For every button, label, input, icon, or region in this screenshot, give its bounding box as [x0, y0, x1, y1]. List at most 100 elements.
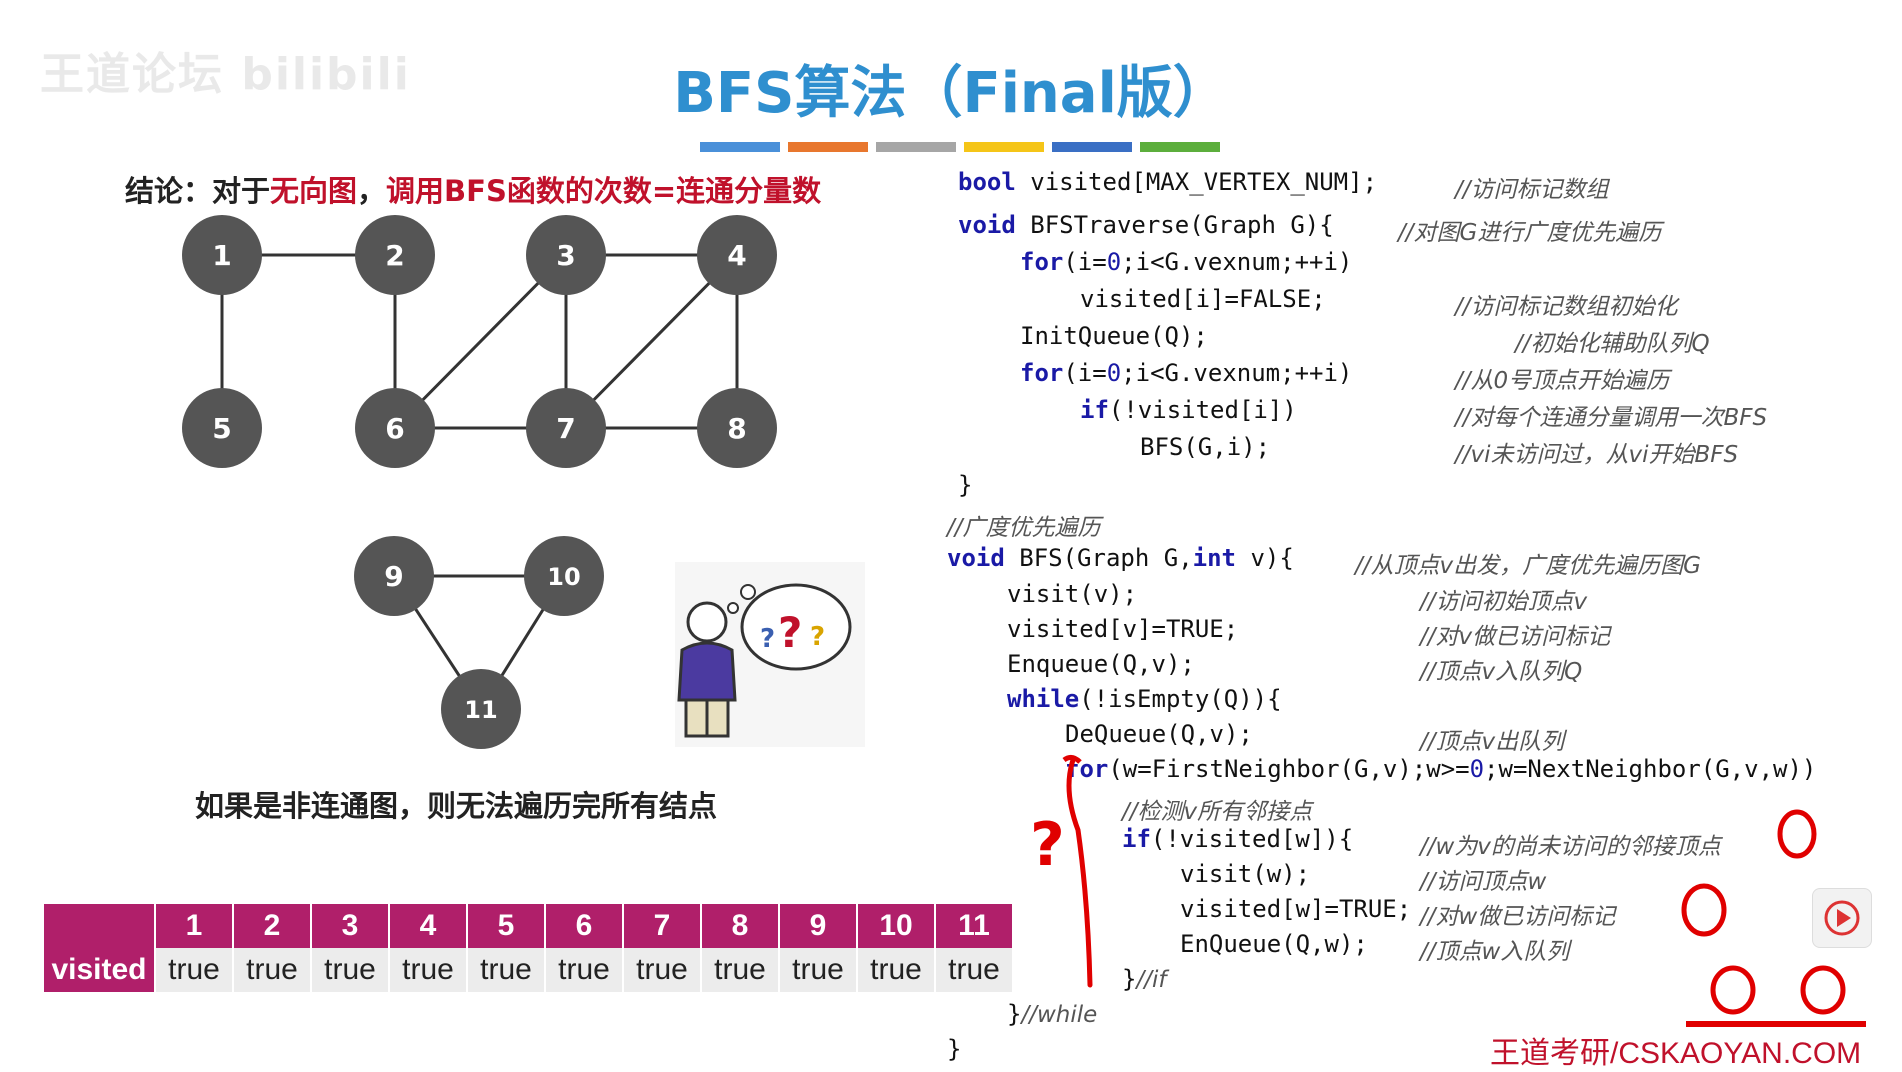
svg-text:?: ? [760, 624, 775, 654]
header-cell: 9 [778, 904, 857, 948]
code-line-15: while(!isEmpty(Q)){ [1007, 685, 1282, 713]
code-comment-11: //从顶点v出发，广度优先遍历图G [1355, 553, 1701, 579]
node-6-label: 6 [385, 412, 404, 445]
value-cell: true [778, 948, 857, 992]
value-cell: true [388, 948, 467, 992]
node-1-label: 1 [212, 239, 231, 272]
node-2: 2 [355, 215, 435, 295]
bar-gray [876, 142, 956, 152]
code-comment-4: //访问标记数组初始化 [1455, 294, 1678, 320]
value-cell: true [700, 948, 779, 992]
value-cell: true [544, 948, 623, 992]
code-line-25: } [947, 1035, 962, 1063]
code-line-9: } [958, 471, 973, 499]
edge-4-7 [564, 253, 739, 430]
header-cell: 4 [388, 904, 467, 948]
code-line-1: bool visited[MAX_VERTEX_NUM]; [958, 168, 1378, 196]
watermark: 王道论坛 bilibili [40, 49, 411, 100]
header-cell: 5 [466, 904, 545, 948]
visited-label: visited [42, 948, 155, 992]
node-3-label: 3 [556, 239, 575, 272]
code-line-4: visited[i]=FALSE; [1080, 285, 1326, 313]
conclusion-sep: ， [357, 174, 387, 208]
bar-yellow [964, 142, 1044, 152]
header-cell: 7 [622, 904, 701, 948]
node-11: 11 [441, 669, 521, 749]
visited-table: 1 2 3 4 5 6 7 8 9 10 11 visited true tru… [42, 904, 1012, 992]
code-comment-13: //对v做已访问标记 [1420, 624, 1611, 650]
node-3: 3 [526, 215, 606, 295]
code-line-20: visit(w); [1180, 860, 1311, 888]
header-cell: 2 [232, 904, 311, 948]
slide-title: BFS算法（Final版） [673, 61, 1229, 126]
code-line-23: }//if [1122, 965, 1167, 993]
code-line-13: visited[v]=TRUE; [1007, 615, 1239, 643]
visited-value-row: visited true true true true true true tr… [42, 948, 1012, 992]
red-hook-annotation [1062, 754, 1082, 764]
code-line-3: for(i=0;i<G.vexnum;++i) [1020, 248, 1353, 276]
red-question-mark: ? [1030, 810, 1065, 880]
brand-footer: 王道考研/CSKAOYAN.COM [1490, 1037, 1862, 1070]
red-circle-2 [1681, 883, 1727, 937]
value-cell: true [310, 948, 389, 992]
conclusion-rule: 调用BFS函数的次数=连通分量数 [386, 174, 822, 208]
header-blank [42, 904, 155, 948]
value-cell: true [934, 948, 1012, 992]
red-bracket-annotation [1066, 757, 1093, 988]
code-line-2: void BFSTraverse(Graph G){ [958, 211, 1334, 239]
code-comment-19: //w为v的尚未访问的邻接顶点 [1420, 834, 1721, 860]
node-10: 10 [524, 536, 604, 616]
node-7: 7 [526, 388, 606, 468]
code-line-7: if(!visited[i]) [1080, 396, 1297, 424]
value-cell: true [466, 948, 545, 992]
value-cell: true [622, 948, 701, 992]
red-circle-4 [1800, 965, 1846, 1015]
node-2-label: 2 [385, 239, 404, 272]
play-icon [1824, 900, 1860, 936]
code-comment-22: //顶点w入队列 [1420, 939, 1570, 965]
visited-header-row: 1 2 3 4 5 6 7 8 9 10 11 [42, 904, 1012, 948]
code-line-12: visit(v); [1007, 580, 1138, 608]
disconnected-note: 如果是非连通图，则无法遍历完所有结点 [195, 789, 718, 823]
node-7-label: 7 [556, 412, 575, 445]
code-comment-14: //顶点v入队列Q [1420, 659, 1583, 685]
header-cell: 6 [544, 904, 623, 948]
confused-person-icon: ? ? ? [675, 562, 865, 747]
code-comment-8: //vi未访问过，从vi开始BFS [1455, 442, 1739, 468]
red-circle-1 [1777, 809, 1817, 859]
node-10-label: 10 [547, 563, 580, 591]
code-comment-6: //从0号顶点开始遍历 [1455, 368, 1670, 394]
conclusion-prefix: 结论：对于 [125, 174, 271, 208]
bar-orange [788, 142, 868, 152]
code-line-6: for(i=0;i<G.vexnum;++i) [1020, 359, 1353, 387]
value-cell: true [856, 948, 935, 992]
code-line-11: void BFS(Graph G,int v){ [947, 544, 1294, 572]
node-4: 4 [697, 215, 777, 295]
conclusion-undirected: 无向图 [270, 174, 358, 208]
node-9-label: 9 [384, 560, 403, 593]
svg-text:?: ? [810, 622, 825, 652]
code-comment-1: //访问标记数组 [1455, 177, 1609, 203]
node-5: 5 [182, 388, 262, 468]
red-circle-3 [1710, 965, 1756, 1015]
node-8-label: 8 [727, 412, 746, 445]
conclusion-text: 结论：对于无向图，调用BFS函数的次数=连通分量数 [125, 168, 821, 210]
code-line-8: BFS(G,i); [1140, 433, 1271, 461]
header-cell: 10 [856, 904, 935, 948]
code-comment-21: //对w做已访问标记 [1420, 904, 1616, 930]
play-button[interactable] [1812, 888, 1872, 948]
header-cell: 3 [310, 904, 389, 948]
node-1: 1 [182, 215, 262, 295]
node-6: 6 [355, 388, 435, 468]
code-comment-7: //对每个连通分量调用一次BFS [1455, 405, 1768, 431]
header-cell: 1 [154, 904, 233, 948]
title-color-bars [700, 142, 1220, 152]
node-9: 9 [354, 536, 434, 616]
bar-green [1140, 142, 1220, 152]
code-line-19: if(!visited[w]){ [1122, 825, 1354, 853]
node-8: 8 [697, 388, 777, 468]
value-cell: true [154, 948, 233, 992]
node-11-label: 11 [464, 696, 497, 724]
